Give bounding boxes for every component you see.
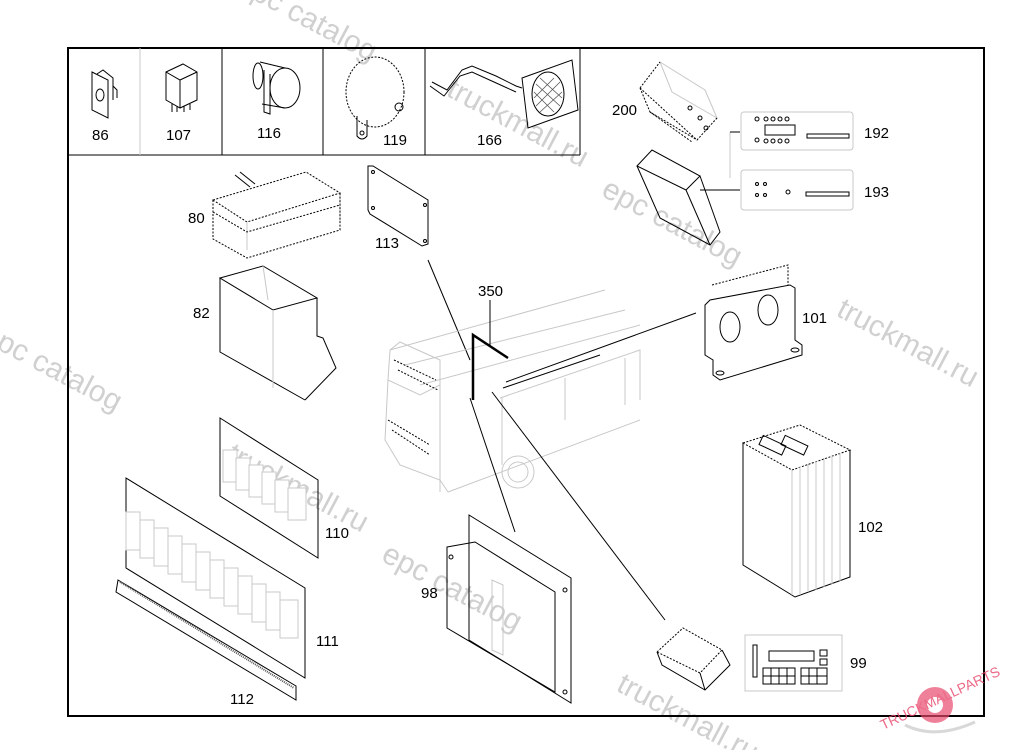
leader-line-98 [469, 397, 516, 533]
part-350-wire [471, 300, 509, 400]
legend-label-119: 119 [383, 132, 407, 149]
part-label-102: 102 [858, 519, 883, 536]
legend-label-166: 166 [477, 132, 502, 149]
watermark-epc-left: epc catalog [0, 317, 128, 418]
part-110-relay-board [219, 417, 319, 559]
part-113-cover-plate [367, 165, 429, 247]
part-label-112: 112 [230, 691, 254, 708]
part-label-110: 110 [325, 525, 349, 542]
part-label-111: 111 [316, 633, 339, 650]
watermark-ru-top: truckmall.ru [442, 72, 594, 174]
loudspeaker-icon [429, 59, 579, 129]
part-112-mounting-rail [115, 579, 297, 701]
horn-icon [345, 56, 405, 140]
part-label-82: 82 [193, 305, 210, 322]
part-111-relay-board [125, 477, 306, 679]
part-200-switch-panel [639, 60, 719, 143]
part-193-radio-unit [740, 169, 854, 211]
watermark-epc-mid: epc catalog [597, 172, 748, 273]
part-99-control-panel [744, 634, 843, 692]
part-82-housing [218, 265, 337, 401]
part-label-99: 99 [850, 655, 867, 672]
watermark-epc-bottom: epc catalog [377, 537, 528, 638]
buzzer-icon [252, 61, 301, 115]
legend-strip: 86 107 116 119 [68, 48, 581, 156]
clip-bracket-icon [91, 69, 118, 119]
part-192-radio-unit [740, 111, 854, 151]
part-label-101: 101 [802, 310, 827, 327]
relay-icon [165, 63, 198, 112]
watermark-epc-top: epc catalog [232, 0, 383, 68]
diagram-frame [67, 47, 985, 717]
part-label-350: 350 [478, 283, 503, 300]
part-label-80: 80 [188, 210, 205, 227]
part-label-113: 113 [375, 235, 399, 252]
watermark-ru-right: truckmall.ru [832, 292, 984, 394]
leader-line-99 [491, 391, 666, 621]
legend-label-107: 107 [166, 127, 191, 144]
part-80-enclosure [211, 171, 342, 259]
part-102-control-unit [741, 424, 852, 598]
part-99-control-box [656, 627, 731, 691]
part-label-98: 98 [421, 585, 438, 602]
leader-line-113 [427, 259, 471, 361]
part-label-200: 200 [612, 102, 637, 119]
legend-label-116: 116 [257, 125, 281, 142]
part-101-mounting-plate [704, 264, 803, 381]
bus-outline [384, 289, 697, 493]
legend-label-86: 86 [92, 127, 109, 144]
part-label-192: 192 [864, 125, 889, 142]
part-98-control-module [446, 514, 572, 704]
part-label-193: 193 [864, 184, 889, 201]
part-193-bracket [636, 149, 721, 246]
